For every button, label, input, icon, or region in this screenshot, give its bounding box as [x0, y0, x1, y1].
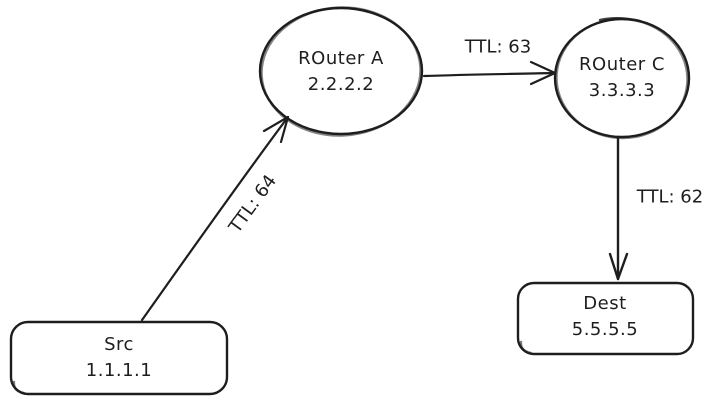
src-rect — [9, 320, 229, 396]
arrow-src-to-router-a — [140, 115, 290, 322]
dest-ip: 5.5.5.5 — [571, 319, 639, 340]
dest-rect — [516, 281, 695, 356]
router-a-name: ROuter A — [298, 48, 384, 69]
src-ip: 1.1.1.1 — [85, 360, 153, 381]
edge-label-ttl-63: TTL: 63 — [462, 36, 534, 58]
router-c-name: ROuter C — [579, 54, 665, 75]
node-label-router-a: ROuter A 2.2.2.2 — [298, 46, 384, 98]
router-a-ellipse — [258, 6, 424, 137]
dest-name: Dest — [583, 293, 627, 314]
router-c-ip: 3.3.3.3 — [588, 80, 656, 101]
arrow-router-a-to-router-c — [422, 60, 557, 86]
node-label-dest: Dest 5.5.5.5 — [572, 291, 638, 343]
src-name: Src — [104, 334, 134, 355]
edge-label-ttl-62: TTL: 62 — [634, 186, 706, 208]
node-label-src: Src 1.1.1.1 — [86, 332, 152, 384]
router-a-ip: 2.2.2.2 — [307, 74, 375, 95]
arrow-router-c-to-dest — [608, 135, 629, 281]
node-label-router-c: ROuter C 3.3.3.3 — [579, 52, 665, 104]
